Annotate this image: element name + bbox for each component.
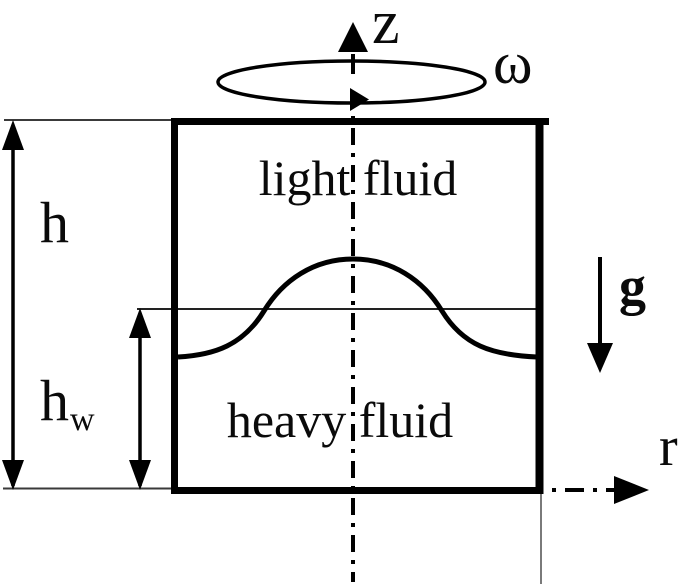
label-total-height: h [40, 190, 69, 255]
gravity-arrowhead-icon [587, 343, 613, 373]
rotation-direction-arrowhead-icon [350, 88, 369, 111]
hw-arrowhead-down-icon [129, 460, 151, 490]
z-axis-arrowhead-icon [338, 22, 368, 52]
label-r-axis: r [659, 416, 678, 478]
hw-arrowhead-up-icon [129, 308, 151, 338]
h-arrowhead-up-icon [2, 120, 24, 150]
label-lower-height-subscript: w [70, 401, 95, 438]
label-heavy-fluid: heavy fluid [226, 392, 454, 448]
h-arrowhead-down-icon [2, 460, 24, 490]
label-omega: ω [493, 30, 533, 96]
r-axis-arrowhead-icon [614, 476, 649, 504]
label-z-axis: z [372, 0, 400, 57]
label-gravity: g [619, 256, 646, 316]
label-light-fluid: light fluid [258, 150, 458, 206]
fluid-interface-curve [177, 256, 538, 360]
label-lower-height-main: h [40, 368, 69, 433]
label-lower-height: hw [40, 372, 95, 437]
